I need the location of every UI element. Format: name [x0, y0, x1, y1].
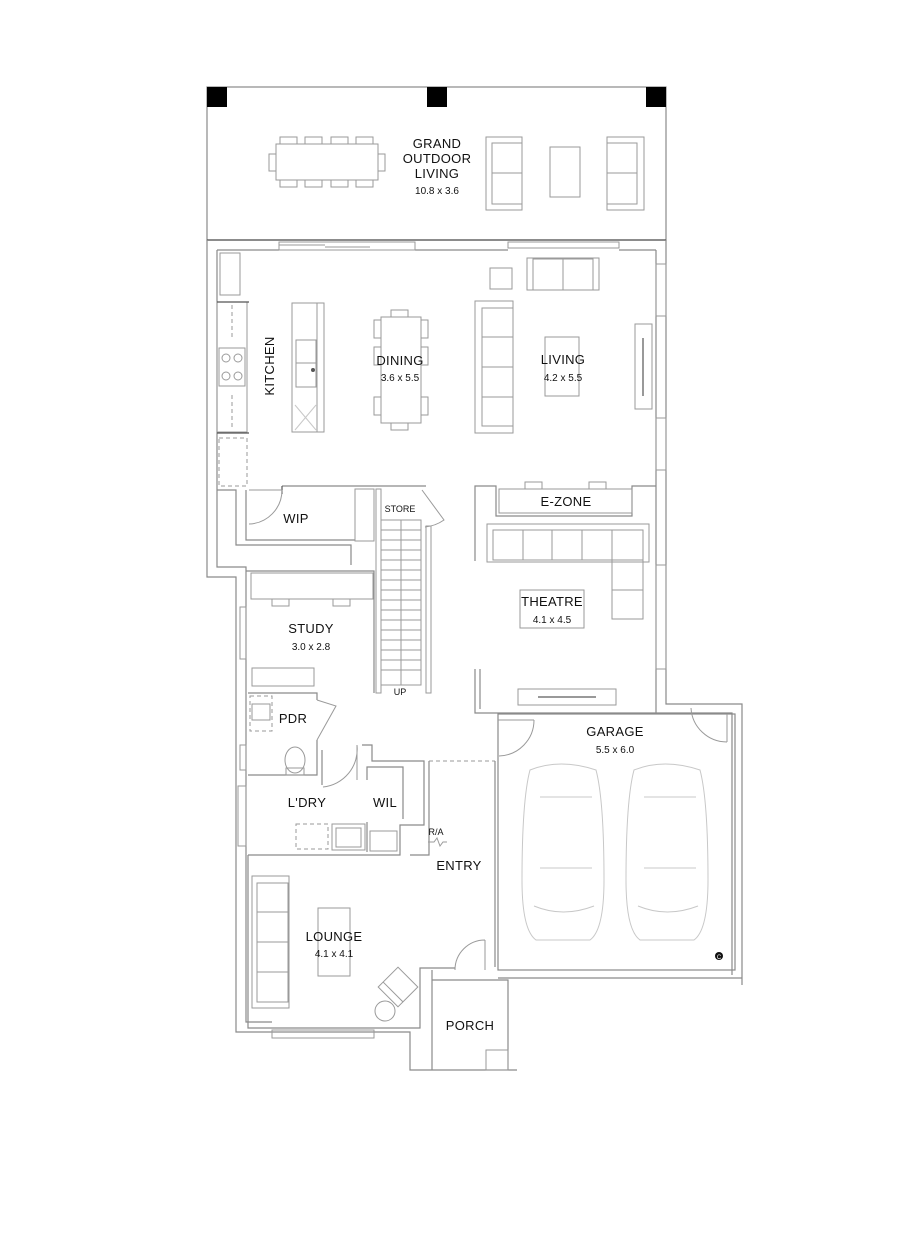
front-door[interactable]	[454, 939, 486, 971]
outdoor-lounge-set	[485, 136, 645, 211]
stairs-area: STORE UP	[375, 488, 445, 697]
porch-area: PORCH	[431, 970, 509, 1071]
laundry-tub	[331, 823, 366, 851]
kitchen-island	[291, 302, 325, 433]
theatre-area: E-ZONE THEATRE 4.1 x 4.5	[474, 481, 656, 714]
coffee-table-living	[544, 336, 580, 397]
ezone-desk	[498, 488, 633, 514]
pantry-cabinet	[218, 437, 248, 487]
window-lounge	[271, 1029, 375, 1039]
entry-area: ENTRY	[432, 761, 496, 971]
pdr-door[interactable]	[316, 699, 337, 741]
copyright-symbol: C	[717, 955, 722, 961]
ezone-label: E-ZONE	[541, 494, 592, 509]
outdoor-dining-table	[268, 136, 386, 188]
cooktop	[218, 347, 246, 387]
wip-shelf	[354, 488, 375, 542]
pdr-basin	[249, 695, 273, 732]
toilet	[284, 746, 306, 774]
study-dims: 3.0 x 2.8	[292, 642, 331, 653]
wip-door[interactable]	[248, 489, 283, 525]
living-dims: 4.2 x 5.5	[544, 373, 583, 384]
dining-table	[380, 316, 422, 424]
dining-dims: 3.6 x 5.5	[381, 373, 420, 384]
laundry-area: L'DRY WIL R/A	[237, 744, 495, 856]
theatre-sofa	[486, 523, 650, 563]
entry-label: ENTRY	[436, 858, 481, 873]
kitchen-area: KITCHEN	[216, 252, 325, 487]
garage-side-door[interactable]	[690, 707, 728, 743]
pdr-label: PDR	[279, 711, 307, 726]
garage-dims: 5.5 x 6.0	[596, 745, 635, 756]
ra-symbol	[428, 836, 447, 848]
fireplace	[634, 323, 653, 410]
coffee-table-lounge	[317, 907, 351, 977]
outdoor-living-area: GRAND OUTDOOR LIVING 10.8 x 3.6	[206, 86, 667, 241]
outdoor-living-label-1: GRAND	[413, 136, 461, 151]
laundry-door[interactable]	[322, 744, 358, 788]
car-left	[521, 763, 605, 941]
wip-area: WIP	[217, 485, 426, 565]
window-pdr	[239, 744, 247, 771]
garage-area: C GARAGE 5.5 x 6.0	[497, 707, 742, 979]
car-right	[625, 763, 709, 941]
study-shelf	[251, 667, 315, 687]
living-area: LIVING 4.2 x 5.5	[474, 257, 653, 434]
theatre-label-box	[519, 589, 585, 629]
garage-internal-door[interactable]	[498, 719, 535, 757]
study-desk	[250, 572, 374, 600]
window-living-right-1	[655, 263, 667, 317]
ra-label: R/A	[428, 827, 443, 837]
study-area: STUDY 3.0 x 2.8	[239, 570, 375, 693]
lounge-area: LOUNGE 4.1 x 4.1	[247, 855, 432, 1039]
window-theatre-right	[655, 564, 667, 670]
lounge-label: LOUNGE	[306, 929, 363, 944]
outdoor-living-dims: 10.8 x 3.6	[415, 186, 459, 197]
garage-label: GARAGE	[586, 724, 643, 739]
window-living-right-2	[655, 417, 667, 471]
study-label: STUDY	[288, 621, 334, 636]
lounge-dims: 4.1 x 4.1	[315, 949, 354, 960]
window-laundry	[237, 785, 247, 847]
stairs-up-label: UP	[394, 687, 407, 697]
dining-label: DINING	[376, 353, 423, 368]
store-label: STORE	[385, 504, 416, 514]
sliding-door-dining[interactable]	[278, 241, 416, 251]
wil-label: WIL	[373, 795, 397, 810]
dryer	[295, 823, 329, 850]
wip-label: WIP	[283, 511, 308, 526]
sofa-lounge	[251, 875, 290, 1009]
store-door[interactable]	[421, 489, 445, 528]
laundry-label: L'DRY	[288, 795, 326, 810]
post-right	[646, 87, 666, 107]
sliding-door-living[interactable]	[507, 241, 620, 249]
outdoor-living-label-2: OUTDOOR	[403, 151, 472, 166]
armchair-living	[489, 267, 513, 290]
lounge-armchair	[377, 966, 419, 1008]
outdoor-living-label-3: LIVING	[415, 166, 459, 181]
exterior-walls	[206, 239, 743, 1071]
wil-shelf	[369, 830, 398, 852]
post-left	[207, 87, 227, 107]
window-study	[239, 606, 247, 660]
theatre-dims: 4.1 x 4.5	[533, 615, 572, 626]
tv-unit	[517, 688, 617, 706]
copyright-icon	[715, 952, 723, 960]
dining-area: DINING 3.6 x 5.5	[373, 309, 429, 431]
theatre-label: THEATRE	[521, 594, 583, 609]
post-middle	[427, 87, 447, 107]
living-label: LIVING	[541, 352, 585, 367]
porch-label: PORCH	[446, 1018, 494, 1033]
pdr-area: PDR	[239, 692, 337, 776]
side-table	[374, 1000, 396, 1022]
fridge	[219, 252, 241, 296]
kitchen-label: KITCHEN	[262, 336, 277, 395]
